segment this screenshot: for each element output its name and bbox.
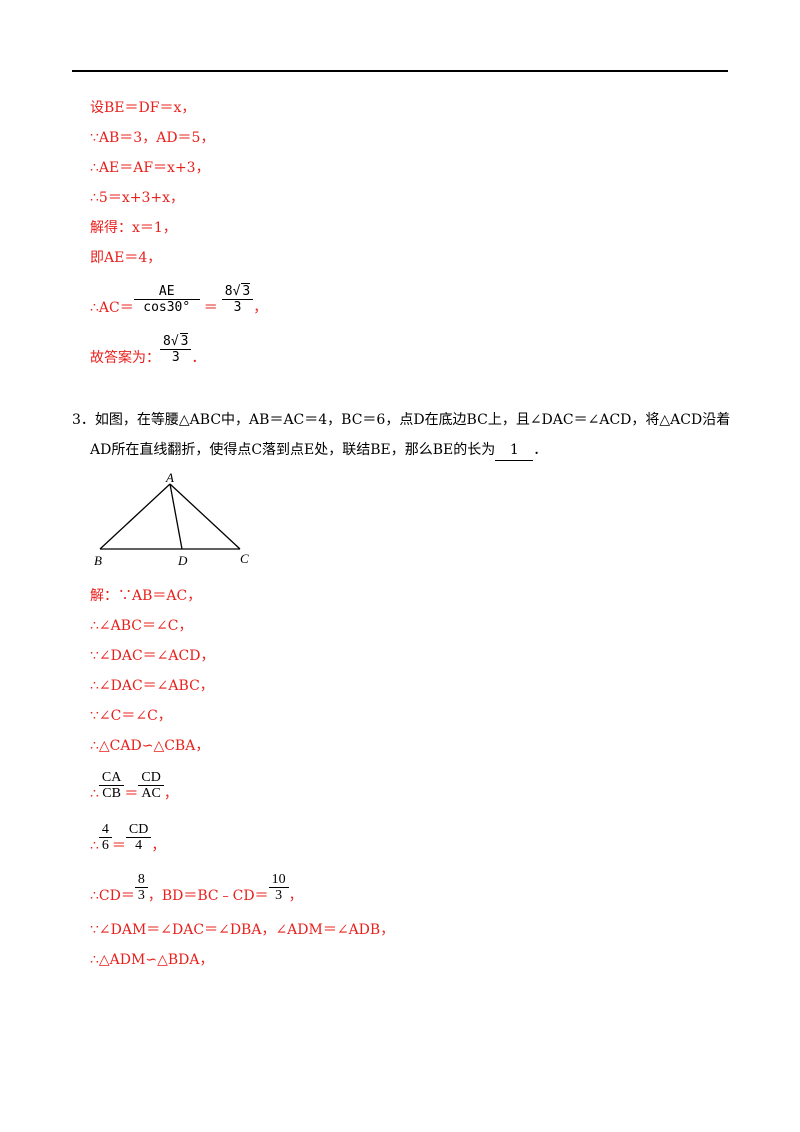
text: ． — [533, 442, 548, 458]
denominator: AC — [141, 785, 161, 801]
solution-3-line: ∵∠C＝∠C， — [90, 708, 172, 724]
numerator: 8 — [134, 872, 148, 888]
coef: 8 — [163, 334, 171, 349]
text: ∴ — [90, 838, 99, 854]
equals: ＝ — [124, 786, 139, 802]
radicand: 3 — [179, 333, 189, 349]
numerator: AE — [133, 284, 200, 300]
text: ∴AC＝ — [90, 300, 134, 316]
solution-3-line: 解：∵AB＝AC， — [90, 588, 202, 604]
denominator: cos30° — [143, 299, 191, 315]
solution-3-line: ∴∠ABC＝∠C， — [90, 618, 193, 634]
coef: 8 — [224, 284, 233, 299]
text: ， — [288, 888, 303, 904]
solution-line: 即AE＝4， — [90, 250, 162, 266]
segment-ab — [99, 483, 171, 550]
numerator: CA — [98, 770, 125, 786]
solution-line: ∴5＝x+3+x， — [90, 190, 184, 206]
label-c: C — [240, 551, 249, 566]
numerator: CD — [125, 822, 152, 838]
numerator: 4 — [98, 822, 112, 838]
label-d: D — [177, 553, 188, 568]
solution-3-line: ∵∠DAM＝∠DAC＝∠DBA，∠ADM＝∠ADB， — [90, 922, 395, 938]
denominator: 3 — [137, 887, 145, 903]
segment-ad — [169, 483, 183, 550]
text: ． — [191, 350, 206, 366]
denominator: 3 — [275, 887, 283, 903]
text: ∴CD＝ — [90, 888, 135, 904]
numerator: 8√3 — [160, 333, 192, 350]
text: ，BD＝BC﹣CD＝ — [147, 888, 269, 904]
text: ∴ — [90, 786, 99, 802]
solution-3-line: ∵∠DAC＝∠ACD， — [90, 648, 215, 664]
triangle-figure: A B D C — [94, 470, 249, 568]
problem-3-line-1: 3．如图，在等腰△ABC中，AB＝AC＝4，BC＝6，点D在底边BC上，且∠DA… — [72, 412, 731, 428]
text: ， — [151, 838, 166, 854]
denominator: CB — [102, 785, 121, 801]
radicand: 3 — [241, 283, 251, 299]
solution-line: ∴AE＝AF＝x+3， — [90, 160, 210, 176]
segment-ac — [169, 483, 241, 550]
header-rule — [72, 70, 728, 72]
solution-line: 设BE＝DF＝x， — [90, 100, 196, 116]
text: 故答案为： — [90, 350, 160, 366]
solution-line: ∵AB＝3，AD＝5， — [90, 130, 215, 146]
text: ， — [253, 300, 268, 316]
equals: ＝ — [203, 300, 218, 316]
solution-3-line: ∴△ADM∽△BDA， — [90, 952, 214, 968]
label-a: A — [165, 470, 174, 485]
numerator: 10 — [268, 872, 289, 888]
equals: ＝ — [111, 838, 126, 854]
denominator: 6 — [101, 837, 109, 853]
denominator: 3 — [171, 350, 180, 365]
denominator: 4 — [135, 837, 143, 853]
label-b: B — [94, 553, 102, 568]
numerator: 8√3 — [221, 283, 254, 300]
denominator: 3 — [233, 300, 242, 315]
solution-line: 解得：x＝1， — [90, 220, 177, 236]
answer-blank: 1 — [495, 440, 534, 461]
solution-3-line: ∴△CAD∽△CBA， — [90, 738, 210, 754]
text: AD所在直线翻折，使得点C落到点E处，联结BE，那么BE的长为 — [90, 442, 496, 458]
text: ， — [163, 786, 178, 802]
numerator: CD — [138, 770, 164, 786]
solution-3-line: ∴∠DAC＝∠ABC， — [90, 678, 214, 694]
